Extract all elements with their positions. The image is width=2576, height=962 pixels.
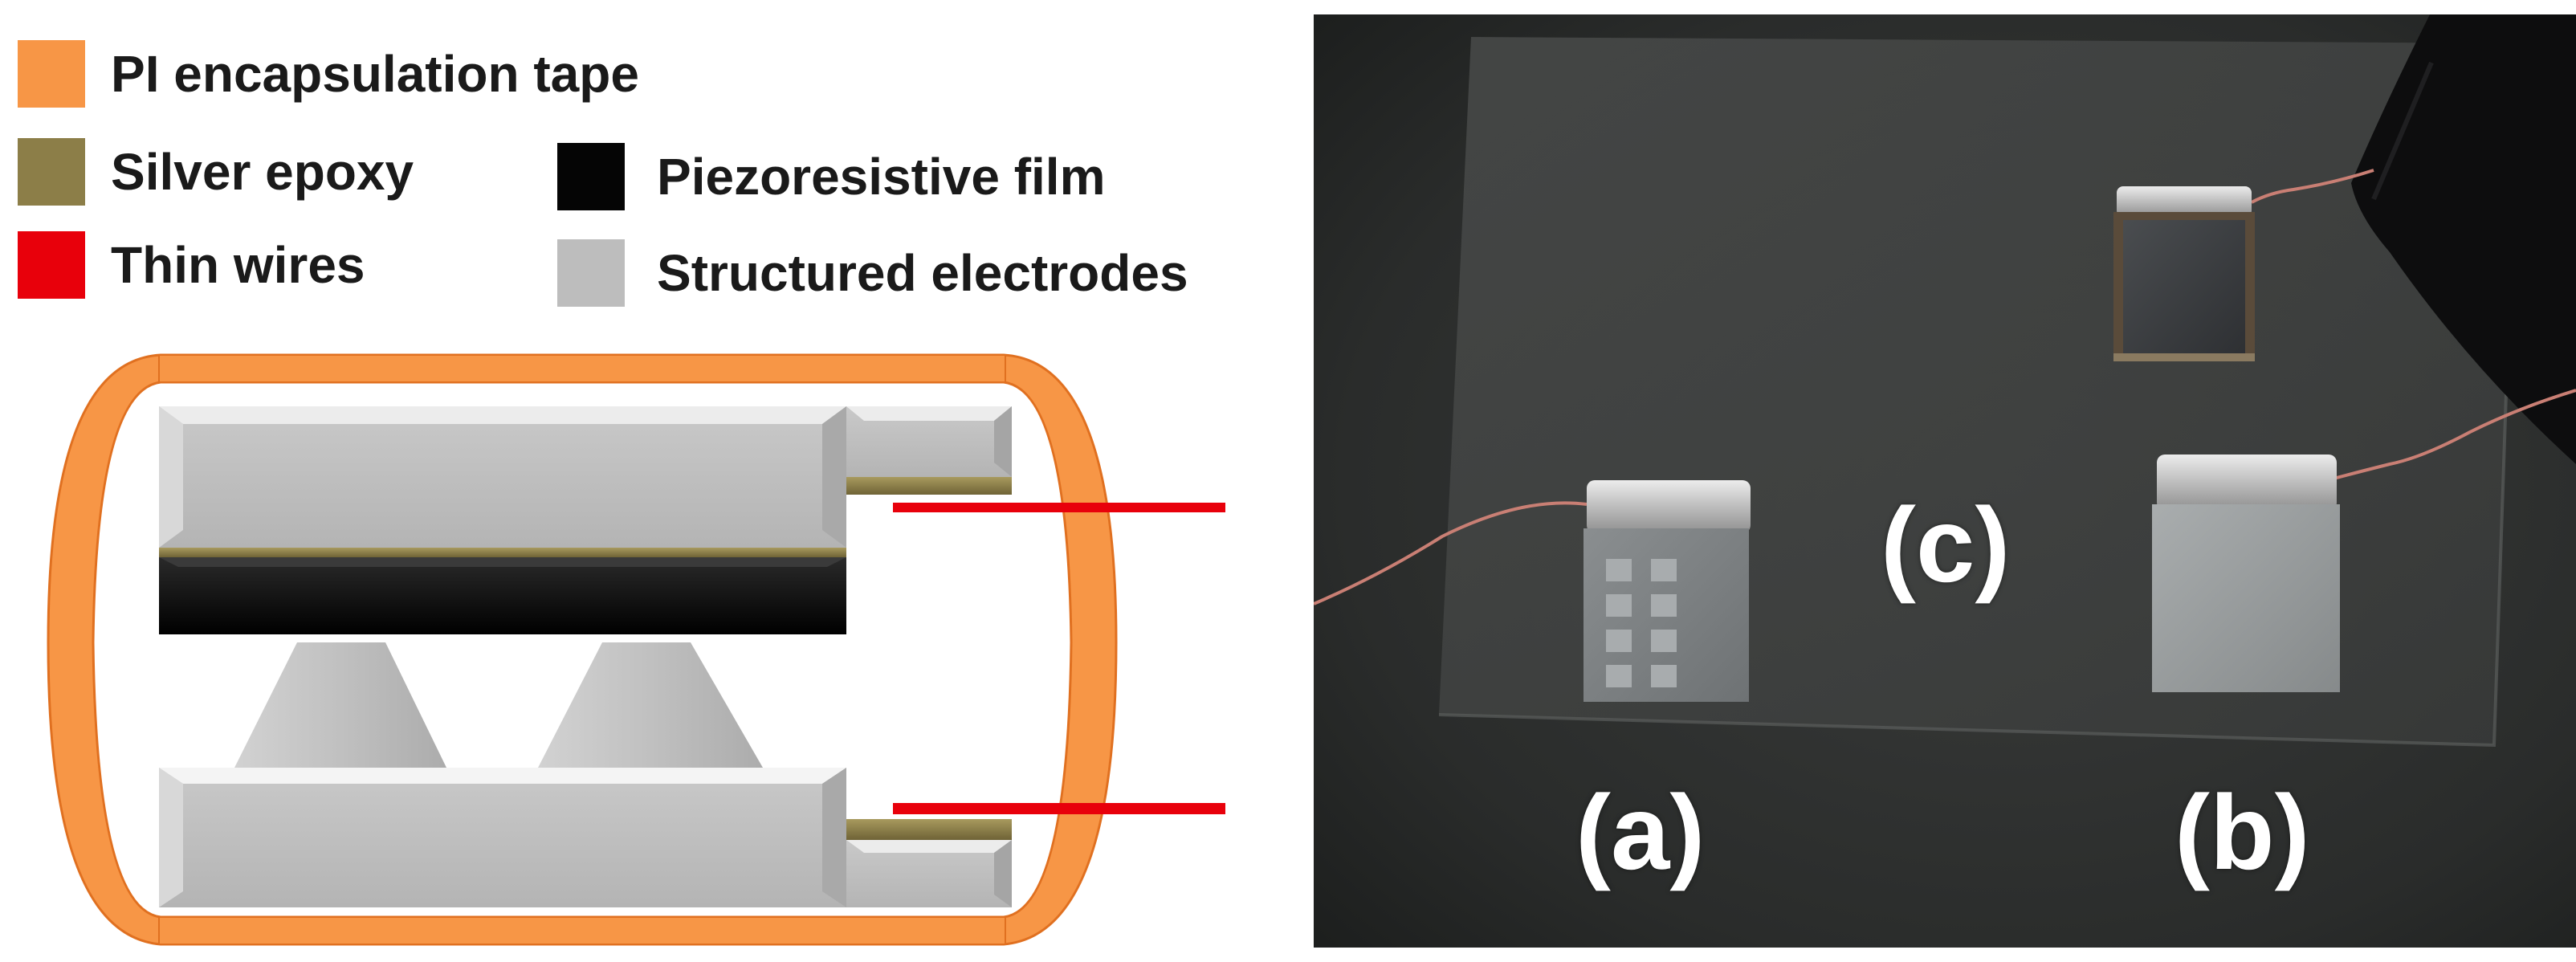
top-right-electrode-pad: [846, 406, 1012, 477]
legend-swatch-piezoresistive-film: [557, 143, 625, 210]
silver-epoxy-bottom-right: [846, 819, 1012, 840]
thin-wire-top: [893, 503, 1225, 512]
legend-swatch-structured-electrodes: [557, 239, 625, 307]
sensor-photograph: (a) (b) (c): [1314, 14, 2576, 948]
legend-swatch-pi-tape: [18, 40, 85, 108]
top-electrode: [159, 406, 846, 548]
wire-b: [2333, 389, 2576, 480]
thin-wire-bottom: [893, 803, 1225, 814]
black-fabric: [2351, 14, 2576, 464]
legend-swatch-silver-epoxy: [18, 138, 85, 206]
legend-label-silver-epoxy: Silver epoxy: [111, 143, 414, 201]
sensor-a: [1584, 480, 1751, 702]
pi-tape-top-strip: [158, 354, 1006, 383]
photo-scene: [1314, 14, 2576, 948]
silver-epoxy-top-layer: [159, 548, 846, 557]
photo-label-b: (b): [2175, 773, 2310, 891]
sensor-c: [2113, 186, 2255, 361]
piezoresistive-film: [159, 557, 846, 634]
bottom-electrode: [159, 768, 846, 907]
silver-epoxy-top-right: [846, 477, 1012, 495]
wire-c: [2251, 169, 2374, 204]
legend-swatch-thin-wires: [18, 231, 85, 299]
wire-a: [1314, 501, 1588, 605]
pyramid-electrode-right: [538, 642, 763, 768]
legend-label-structured-electrodes: Structured electrodes: [657, 244, 1188, 302]
sensor-cross-section-diagram: [47, 353, 1225, 946]
photo-label-c: (c): [1881, 486, 2011, 604]
legend-label-thin-wires: Thin wires: [111, 236, 365, 294]
bottom-right-electrode-pad: [846, 840, 1012, 907]
legend-label-piezoresistive-film: Piezoresistive film: [657, 148, 1106, 206]
pi-tape-bottom-strip: [158, 916, 1006, 945]
legend-label-pi-tape: PI encapsulation tape: [111, 45, 639, 103]
photo-label-a: (a): [1575, 773, 1706, 891]
sensor-b: [2152, 455, 2340, 692]
pyramid-electrode-left: [234, 642, 446, 768]
